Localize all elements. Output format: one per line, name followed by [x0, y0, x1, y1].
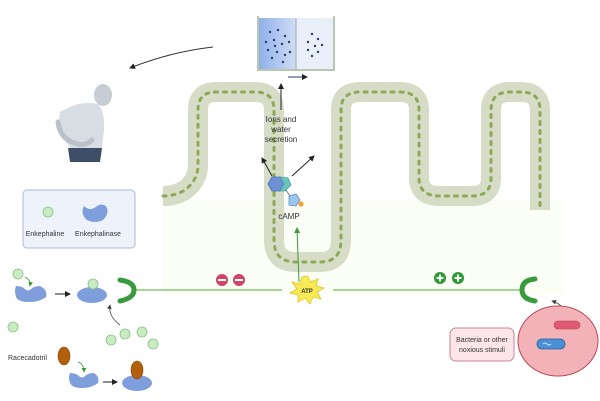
inhibition-signs — [216, 274, 245, 286]
pathogen-receptor-icon — [519, 276, 538, 304]
enkephaline-circle-icon — [105, 334, 117, 346]
legend-enkephaline: Enkephaline — [26, 231, 65, 238]
atp-starburst-icon — [288, 275, 326, 305]
enkephaline-circle-icon — [42, 206, 54, 218]
racecadotril-molecule-icon — [130, 360, 144, 380]
label-ions-water-line3: secretion — [265, 135, 297, 144]
label-bacteria-line2: noxious stimuli — [459, 347, 505, 354]
enkephaline-circle-icon — [147, 338, 159, 350]
villus-epithelium-dots — [161, 90, 542, 264]
racecadotril-molecule-icon — [57, 346, 71, 366]
label-ions-water-line1: Ions and — [266, 115, 297, 124]
label-ions-water-line2: water — [270, 125, 291, 134]
enkephalinase-enzyme-icon — [122, 375, 152, 391]
enkephalinase-enzyme-icon — [69, 373, 99, 388]
label-camp: cAMP — [278, 212, 299, 221]
delta-opioid-receptor-icon — [117, 277, 137, 304]
bacteria-cell-icon — [517, 299, 599, 377]
enkephalinase-enzyme-icon — [77, 287, 107, 303]
enkephaline-circle-icon — [119, 328, 131, 340]
intestinal-lumen-background — [163, 200, 563, 295]
legend-enkephalinase: Enkephalinase — [75, 231, 121, 238]
enkephalinase-enzyme-icon — [82, 204, 108, 222]
patient-abdominal-pain-icon — [55, 84, 112, 162]
free-enkephaline-group — [105, 304, 159, 350]
enkephaline-circle-icon — [7, 321, 19, 333]
bacteria-label-box — [449, 327, 515, 362]
intestinal-villi — [161, 82, 550, 272]
inhibited-enkephalinase — [122, 360, 152, 391]
label-atp: ATP — [301, 289, 313, 295]
stimulation-signs — [434, 272, 464, 284]
camp-molecule-icon — [261, 155, 315, 207]
enkephaline-degradation-step — [12, 268, 107, 303]
enkephalinase-enzyme-icon — [15, 286, 47, 302]
legend: Enkephaline Enkephalinase — [22, 189, 136, 249]
label-bacteria-line1: Bacteria or other — [456, 337, 508, 344]
enkephaline-circle-icon — [87, 278, 99, 290]
enkephaline-circle-icon — [12, 268, 24, 280]
arrow-atp-to-camp — [294, 227, 301, 283]
bacterium-red-icon — [553, 320, 581, 330]
beaker-osmosis-icon — [257, 16, 335, 80]
label-racecadotril: Racecadotril — [8, 355, 47, 362]
enkephaline-circle-icon — [136, 326, 148, 338]
arrow-to-patient — [129, 46, 214, 69]
